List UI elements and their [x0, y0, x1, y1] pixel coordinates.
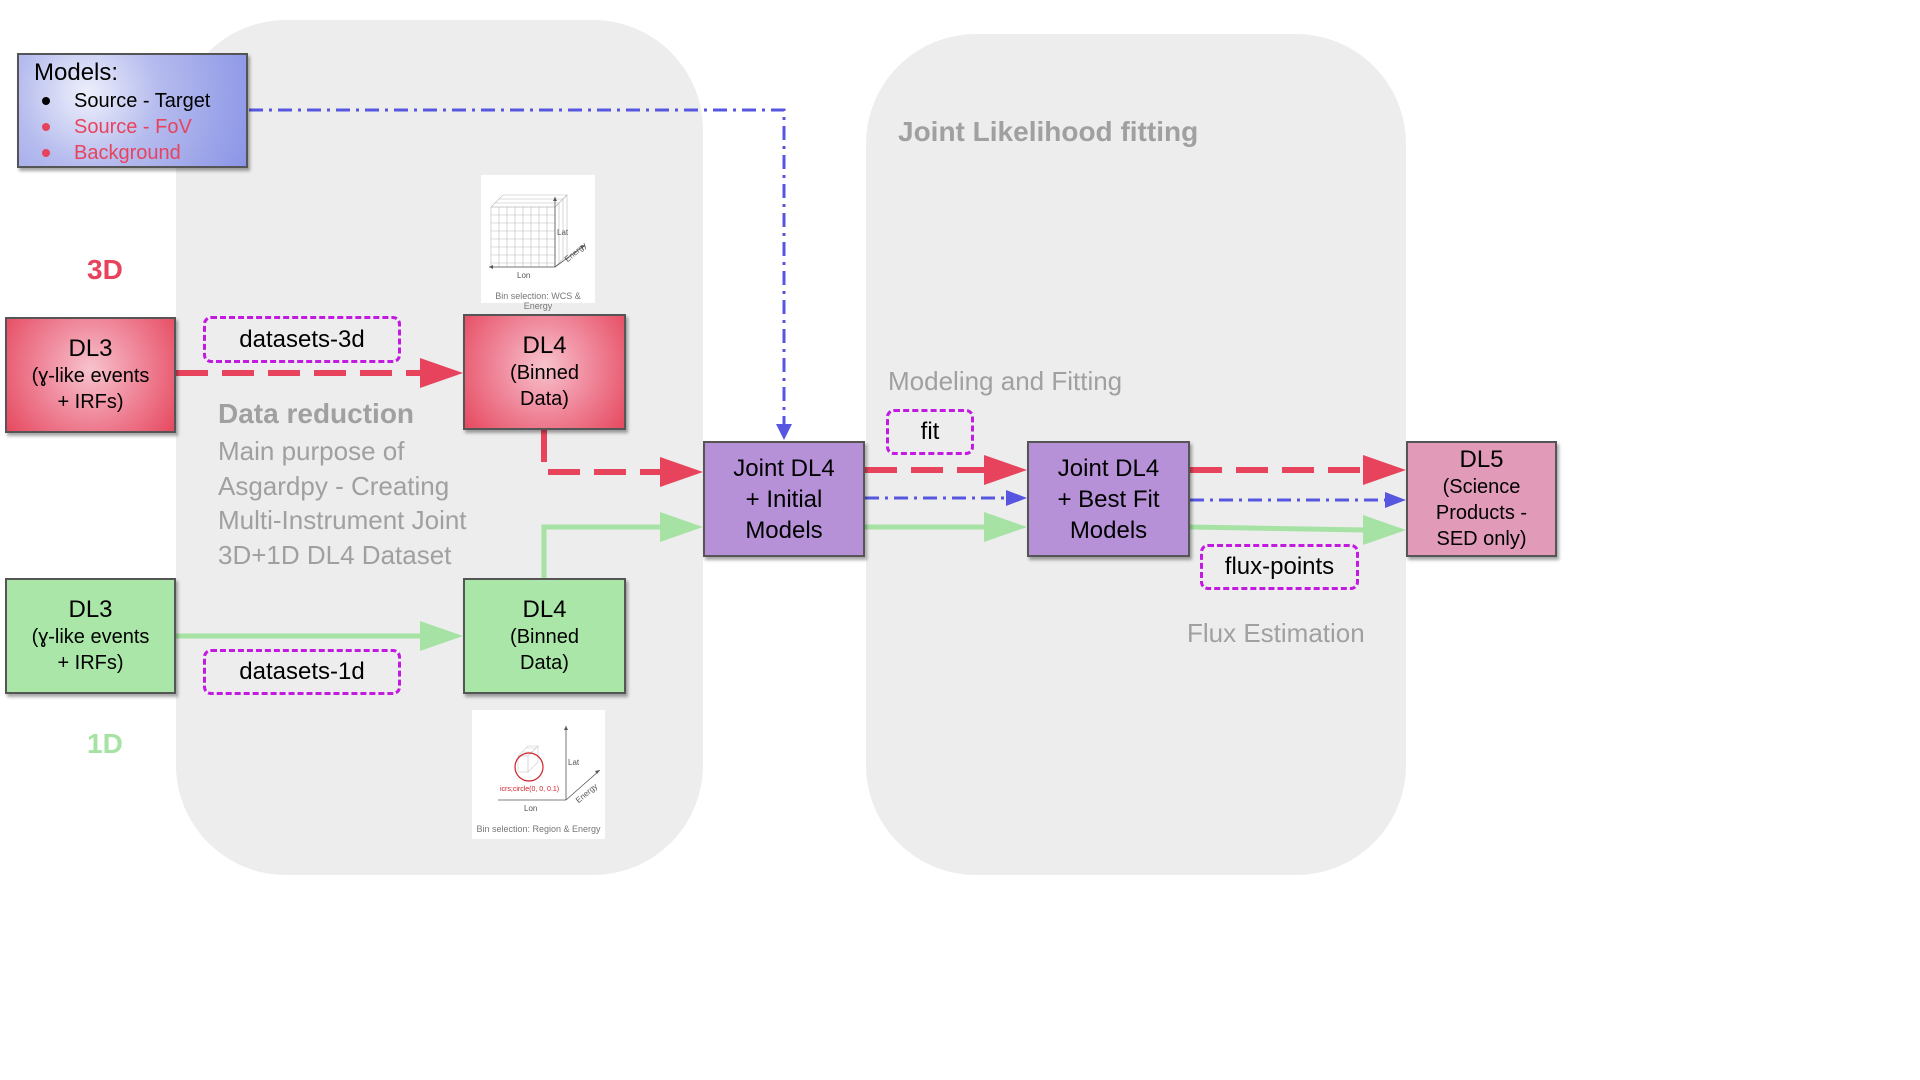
- dl3-1d-line1: (ɣ-like events: [31, 626, 150, 648]
- models-legend: Models: Source - Target Source - FoV Bac…: [17, 53, 248, 168]
- dl3-1d-arrowhead: [420, 621, 463, 651]
- data-reduction-line: Asgardpy - Creating: [218, 470, 450, 501]
- dl4-1d-arrowhead: [660, 512, 703, 542]
- dl4-3d-arrowhead: [660, 457, 703, 487]
- joint-best-fit-line: Joint DL4: [1057, 454, 1160, 482]
- label-3d: 3D: [87, 254, 123, 285]
- dl3-3d-title: DL3: [68, 335, 113, 362]
- dl3-3d-box: DL3 (ɣ-like events + IRFs): [5, 317, 176, 433]
- fit-tag: fit: [886, 409, 974, 455]
- joint-likelihood-title: Joint Likelihood fitting: [898, 116, 1199, 147]
- datasets-3d-tag: datasets-3d: [203, 316, 401, 363]
- joint-initial-line: + Initial: [745, 485, 823, 513]
- models-arrowhead: [776, 424, 792, 440]
- dl4-1d-box: DL4 (Binned Data): [463, 578, 626, 694]
- thumb-1d-region-label: icrs;circle(0, 0, 0.1): [500, 786, 560, 793]
- data-reduction-panel: [176, 20, 703, 875]
- dl4-3d-to-joint-arrow: [541, 430, 662, 475]
- thumb-1d-caption: Bin selection: Region & Energy: [476, 824, 601, 834]
- dl5-title: DL5: [1459, 446, 1504, 473]
- dl3-1d-title: DL3: [68, 596, 113, 623]
- dl4-3d-line2: Data): [520, 388, 569, 410]
- bullet-icon: [42, 149, 50, 157]
- joint-initial-box: Joint DL4 + Initial Models: [703, 441, 865, 557]
- dl5-line: (Science: [1442, 476, 1521, 498]
- flux-green-arrow: [1189, 524, 1366, 533]
- joint-initial-line: Joint DL4: [733, 454, 835, 482]
- thumb-3d-lat-label: Lat: [557, 228, 569, 237]
- dl4-3d-box: DL4 (Binned Data): [463, 314, 626, 430]
- data-reduction-description: Main purpose of Asgardpy - Creating Mult…: [218, 434, 467, 572]
- thumb-3d-caption: Bin selection: WCS & Energy: [495, 291, 581, 311]
- thumb-3d-lon-label: Lon: [517, 271, 531, 280]
- bullet-icon: [42, 123, 50, 131]
- dl5-box: DL5 (Science Products - SED only): [1406, 441, 1557, 557]
- joint-initial-line: Models: [745, 516, 823, 544]
- data-reduction-line: 3D+1D DL4 Dataset: [218, 539, 452, 570]
- region-bin-icon: [498, 726, 601, 801]
- dl4-1d-line2: Data): [520, 652, 569, 674]
- flux-points-tag: flux-points: [1200, 544, 1359, 590]
- data-cube-icon: [489, 194, 586, 269]
- data-reduction-line: Main purpose of: [218, 436, 405, 466]
- dl3-1d-box: DL3 (ɣ-like events + IRFs): [5, 578, 176, 694]
- dl3-3d-arrowhead: [420, 358, 463, 388]
- joint-best-fit-box: Joint DL4 + Best Fit Models: [1027, 441, 1190, 557]
- flux-estimation-label: Flux Estimation: [1187, 618, 1365, 648]
- data-reduction-title: Data reduction: [218, 398, 415, 429]
- joint-best-fit-line: Models: [1069, 516, 1148, 544]
- dl4-3d-line1: (Binned: [510, 362, 579, 384]
- label-1d: 1D: [87, 728, 123, 759]
- wcs-energy-bin-thumbnail: Lat Lon Energy Bin selection: WCS & Ener…: [481, 175, 595, 311]
- models-item-source-fov: Source - FoV: [34, 114, 246, 140]
- models-list: Source - Target Source - FoV Background: [34, 88, 246, 166]
- dl4-1d-line1: (Binned: [510, 626, 579, 648]
- dl3-3d-line1: (ɣ-like events: [31, 365, 150, 387]
- datasets-1d-tag: datasets-1d: [203, 649, 401, 695]
- connector-arrows: [176, 108, 1406, 651]
- region-energy-bin-thumbnail: icrs;circle(0, 0, 0.1) Lat Lon Energy Bi…: [472, 710, 605, 839]
- joint-best-fit-line: + Best Fit: [1057, 485, 1160, 513]
- thumb-1d-lat-label: Lat: [568, 758, 580, 767]
- bullet-icon: [42, 97, 50, 105]
- models-item-source-target: Source - Target: [34, 88, 246, 114]
- dl5-line: Products -: [1435, 502, 1528, 524]
- dl3-1d-line2: + IRFs): [57, 652, 124, 674]
- dl4-1d-title: DL4: [522, 596, 567, 623]
- thumb-1d-lon-label: Lon: [524, 804, 538, 813]
- modeling-fitting-label: Modeling and Fitting: [888, 366, 1123, 396]
- models-item-background: Background: [34, 140, 246, 166]
- dl3-3d-line2: + IRFs): [57, 391, 124, 413]
- dl5-line: SED only): [1436, 528, 1527, 550]
- data-reduction-line: Multi-Instrument Joint: [218, 505, 467, 535]
- dl4-1d-to-joint-arrow: [541, 524, 662, 578]
- dl4-3d-title: DL4: [522, 332, 567, 359]
- models-title: Models:: [34, 59, 119, 86]
- models-to-joint-arrow: [249, 108, 786, 425]
